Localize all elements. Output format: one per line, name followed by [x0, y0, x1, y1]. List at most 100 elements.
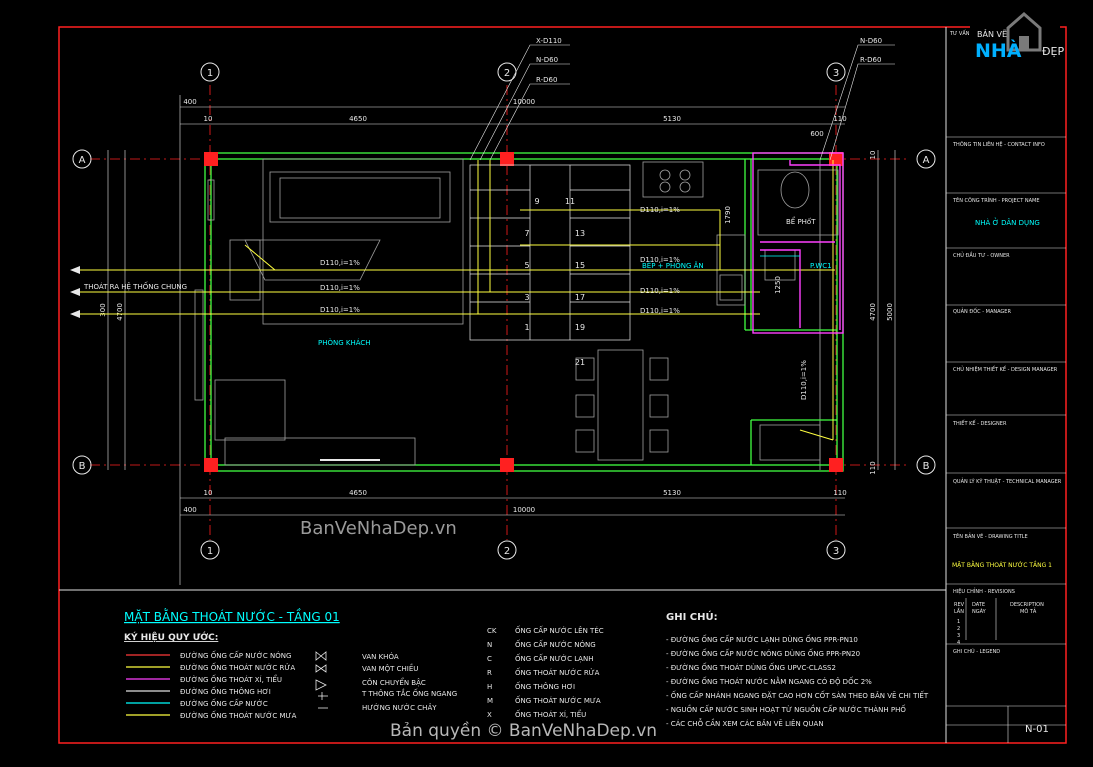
tb-tech-manager: QUẢN LÝ KỸ THUẬT - TECHNICAL MANAGER — [953, 477, 1062, 485]
tb-rev-row-4: 4 — [957, 640, 960, 646]
pipe-label-1: D110,i=1% — [320, 259, 360, 267]
pipe-label-5: D110,i=1% — [640, 256, 680, 264]
watermark-bottom: Bản quyền © BanVeNhaDep.vn — [390, 720, 657, 741]
legend-note: - ĐƯỜNG ỐNG CẤP NƯỚC LẠNH DÙNG ỐNG PPR-P… — [666, 634, 858, 644]
valve-symbols — [315, 651, 328, 709]
dim-left-4700: 4700 — [116, 303, 124, 321]
dim-right-110: 110 — [869, 461, 877, 474]
tb-rev-row-2: 2 — [957, 626, 960, 632]
legend-note: - CÁC CHỖ CẦN XEM CÁC BẢN VẼ LIÊN QUAN — [666, 718, 824, 728]
dim-bottom-10: 10 — [204, 489, 213, 497]
stair-step-5: 5 — [524, 261, 529, 270]
notes-title: GHI CHÚ: — [666, 610, 718, 623]
legend-line-label: ĐƯỜNG ỐNG CẤP NƯỚC — [180, 698, 268, 708]
tb-rev-col-rev: REV — [954, 602, 965, 608]
legend-code-desc: ỐNG CẤP NƯỚC LÊN TÉC — [515, 625, 604, 635]
dim-bottom-110: 110 — [833, 489, 846, 497]
dim-bottom-10000: 10000 — [513, 506, 535, 514]
dimension-lines — [107, 95, 896, 585]
brand-logo — [970, 12, 1060, 62]
legend-note: - ĐƯỜNG ỐNG THOÁT NƯỚC NẰM NGANG CÓ ĐỘ D… — [666, 676, 872, 686]
stair-step-1: 1 — [524, 323, 529, 332]
stair-step-7: 7 — [524, 229, 529, 238]
legend-note: - ĐƯỜNG ỐNG THOÁT DÙNG ỐNG UPVC-CLASS2 — [666, 662, 836, 672]
legend-note-list: - ĐƯỜNG ỐNG CẤP NƯỚC LẠNH DÙNG ỐNG PPR-P… — [666, 634, 929, 728]
dim-right-4700: 4700 — [869, 303, 877, 321]
tb-sheet-number: N-01 — [1025, 724, 1049, 735]
tb-designer: THIẾT KẾ - DESIGNER — [952, 419, 1007, 427]
dim-right-5000: 5000 — [886, 303, 894, 321]
tb-drawing-title: MẶT BẰNG THOÁT NƯỚC TẦNG 1 — [952, 561, 1052, 569]
stair-step-3: 3 — [524, 293, 529, 302]
dim-top-10000: 10000 — [513, 98, 535, 106]
riser-right-r-d60: R-D60 — [860, 56, 881, 64]
room-septic-label: BỂ PHốT — [786, 216, 816, 226]
legend-code: N — [487, 641, 492, 649]
tb-top-label: TƯ VẤN — [949, 29, 970, 37]
grid-col-2-bottom: 2 — [504, 546, 510, 557]
legend-code-desc: ỐNG CẤP NƯỚC NÓNG — [515, 639, 596, 649]
room-kitchen-label: BẾP + PHÒNG ĂN — [642, 260, 704, 270]
room-living-label: PHÒNG KHÁCH — [318, 338, 371, 347]
sheet-frame — [58, 26, 1067, 744]
legend-code: X — [487, 711, 492, 719]
dim-right-10: 10 — [869, 151, 877, 160]
riser-r-d60: R-D60 — [536, 76, 557, 84]
pipe-label-6: D110,i=1% — [640, 287, 680, 295]
reducer-label: CÔN CHUYỂN BẬC — [362, 677, 426, 687]
stair-step-9: 9 — [534, 197, 539, 206]
dim-top-4650: 4650 — [349, 115, 367, 123]
tb-rev-row-1: 1 — [957, 619, 960, 625]
grid-col-2-top: 2 — [504, 68, 510, 79]
legend-line-label: ĐƯỜNG ỐNG THÔNG HƠI — [180, 686, 271, 696]
dim-right-1790: 1790 — [724, 206, 732, 224]
tb-legend-label: GHI CHÚ - LEGEND — [953, 648, 1000, 655]
tb-revisions-label: HIỆU CHỈNH - REVISIONS — [953, 587, 1015, 595]
dim-bottom-5130: 5130 — [663, 489, 681, 497]
grid-col-3-bottom: 3 — [833, 546, 839, 557]
pipe-label-7: D110,i=1% — [640, 307, 680, 315]
stair-step-15: 15 — [575, 261, 585, 270]
tb-rev-col-desc: DESCRIPTION — [1010, 602, 1044, 608]
outlet-label: THOÁT RA HỆ THỐNG CHUNG — [83, 281, 187, 291]
legend-code-desc: ỐNG THOÁT NƯỚC RỬA — [515, 667, 600, 677]
riser-n-d60: N-D60 — [536, 56, 558, 64]
dim-top-600: 600 — [810, 130, 823, 138]
grid-bubbles — [72, 62, 936, 560]
legend-line-label: ĐƯỜNG ỐNG CẤP NƯỚC NÓNG — [180, 650, 291, 660]
grid-col-1-top: 1 — [207, 68, 213, 79]
legend-code: M — [487, 697, 493, 705]
legend-code-desc: ỐNG THOÁT NƯỚC MƯA — [515, 695, 601, 705]
grid-row-b-right: B — [923, 461, 930, 472]
stair-step-11: 11 — [565, 197, 575, 206]
stair-step-13: 13 — [575, 229, 585, 238]
riser-right-n-d60: N-D60 — [860, 37, 882, 45]
pipe-label-3: D110,i=1% — [320, 306, 360, 314]
pipe-label-2: D110,i=1% — [320, 284, 360, 292]
wc-pipes — [752, 152, 844, 334]
dim-bottom-400: 400 — [183, 506, 196, 514]
drain-pipes — [75, 160, 835, 441]
legend-code: H — [487, 683, 492, 691]
legend-code-desc: ỐNG THÔNG HƠI — [515, 681, 575, 691]
legend-line-label: ĐƯỜNG ỐNG THOÁT NƯỚC MƯA — [180, 710, 297, 720]
outlet-arrows — [70, 266, 80, 318]
pipe-vertical-label: D110,i=1% — [800, 360, 808, 400]
grid-row-a-left: A — [79, 155, 86, 166]
cleanout-label: T THÔNG TẮC ỐNG NGANG — [361, 688, 457, 698]
valve-gate-label: VAN KHÓA — [362, 652, 399, 661]
columns — [204, 152, 843, 472]
valve-check-label: VAN MỘT CHIỀU — [362, 663, 418, 673]
legend-line-label: ĐƯỜNG ỐNG THOÁT XÍ, TIỂU — [180, 674, 282, 684]
logo-side: ĐẸP — [1042, 45, 1064, 58]
dim-top-400: 400 — [183, 98, 196, 106]
tb-rev-col-date: DATE — [972, 602, 985, 608]
pipe-label-4: D110,i=1% — [640, 206, 680, 214]
legend-code: C — [487, 655, 492, 663]
legend-note: - ỐNG CẤP NHÁNH NGANG ĐẶT CAO HƠN CỐT SÀ… — [666, 690, 929, 700]
legend-code: R — [487, 669, 492, 677]
dim-top-5130: 5130 — [663, 115, 681, 123]
dim-top-10: 10 — [204, 115, 213, 123]
